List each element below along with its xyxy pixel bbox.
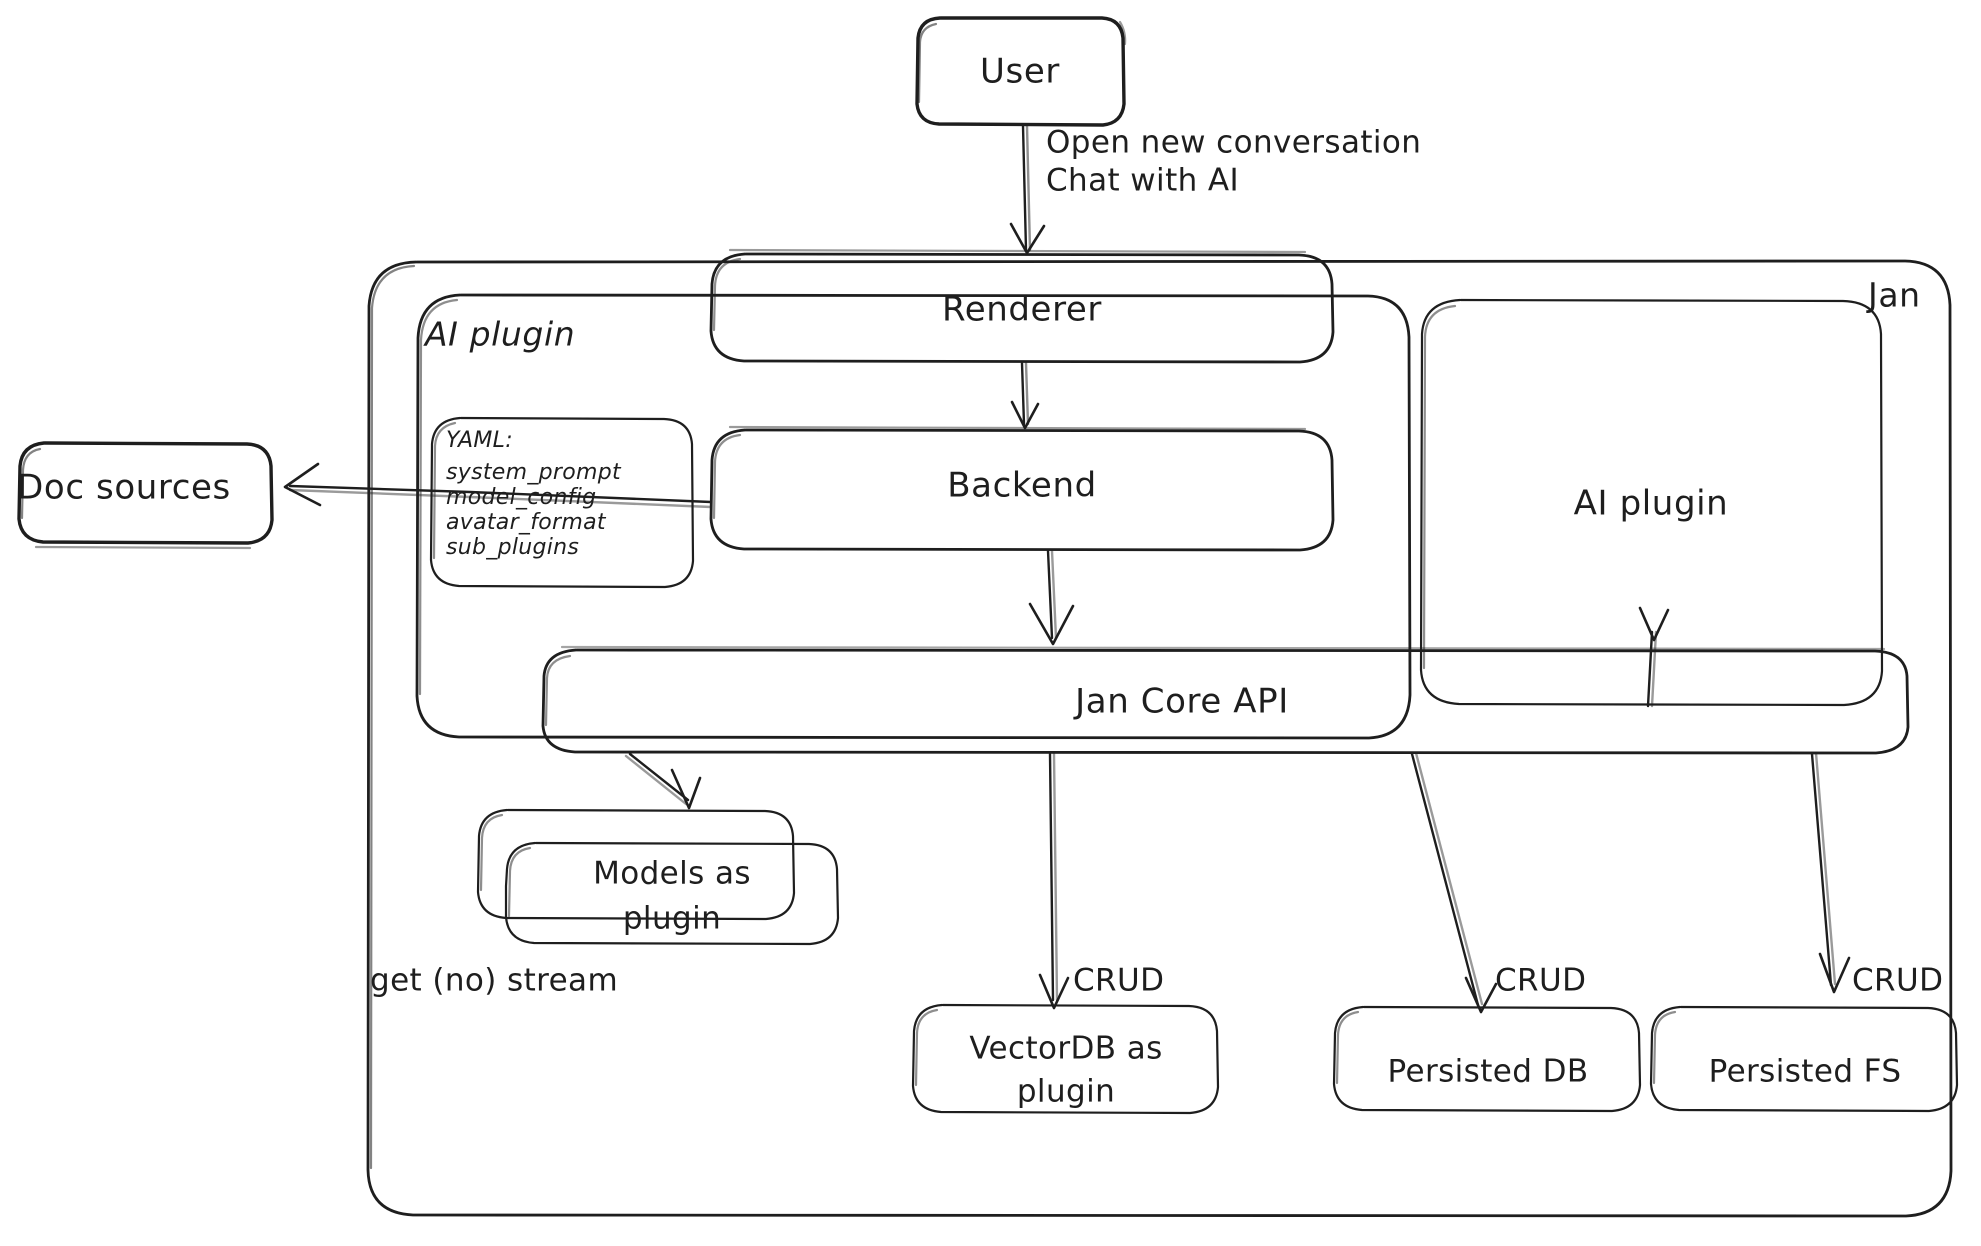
edge-renderer-to-backend (1010, 361, 1040, 430)
models-plugin-node[interactable] (476, 808, 840, 946)
renderer-node-label: Renderer (942, 290, 1102, 330)
vectordb-plugin-label-line1: VectorDB as (969, 1031, 1162, 1067)
vectordb-plugin-label-line2: plugin (1017, 1074, 1115, 1110)
backend-node[interactable] (709, 425, 1335, 552)
edge-core-to-models (624, 752, 702, 810)
yaml-item-sub-plugins: sub_plugins (446, 535, 579, 560)
yaml-card-heading: YAML: (446, 428, 513, 453)
jan-core-api-node[interactable] (541, 645, 1910, 755)
vectordb-plugin-node[interactable] (911, 1003, 1220, 1115)
edge-core-to-vectordb (1038, 752, 1070, 1010)
backend-node-label: Backend (947, 466, 1097, 506)
edge-user-to-renderer (1009, 124, 1046, 255)
jan-container-label: Jan (1866, 276, 1921, 315)
doc-sources-node[interactable] (17, 441, 274, 550)
edge-label-crud-persisted-fs: CRUD (1852, 963, 1943, 999)
ai-plugin-container[interactable] (415, 293, 1412, 740)
edge-label-crud-vectordb: CRUD (1073, 963, 1164, 999)
edge-ai-plugin-to-core (1638, 606, 1670, 708)
models-plugin-label-line1: Models as (593, 856, 751, 892)
persisted-db-node[interactable] (1332, 1005, 1642, 1113)
edge-backend-to-core (1028, 549, 1075, 646)
doc-sources-node-label: Doc sources (17, 468, 231, 508)
edge-core-to-persisted-db (1410, 751, 1498, 1014)
edge-backend-to-doc-sources (283, 462, 713, 509)
yaml-item-avatar-format: avatar_format (446, 510, 607, 535)
yaml-item-system-prompt: system_prompt (446, 460, 622, 485)
models-plugin-label-line2: plugin (623, 901, 721, 937)
yaml-card[interactable] (429, 416, 695, 589)
edge-label-chat-with-ai: Chat with AI (1046, 163, 1239, 199)
jan-container[interactable] (366, 259, 1953, 1218)
jan-core-api-node-label: Jan Core API (1073, 682, 1289, 722)
edge-core-to-persisted-fs (1810, 751, 1851, 994)
ai-plugin-container-label: AI plugin (423, 315, 575, 354)
edge-label-get-no-stream: get (no) stream (370, 963, 618, 999)
yaml-item-model-config: model_config (446, 485, 596, 510)
edge-label-crud-persisted-db: CRUD (1495, 963, 1586, 999)
ai-plugin-box-node[interactable] (1419, 298, 1884, 707)
user-node-label: User (980, 52, 1060, 92)
edge-label-open-conversation: Open new conversation (1046, 125, 1421, 161)
ai-plugin-box-label: AI plugin (1574, 484, 1729, 524)
persisted-fs-node[interactable] (1649, 1005, 1959, 1113)
persisted-fs-label: Persisted FS (1709, 1054, 1902, 1090)
persisted-db-label: Persisted DB (1387, 1054, 1588, 1090)
user-node[interactable] (915, 16, 1127, 127)
renderer-node[interactable] (709, 248, 1335, 364)
